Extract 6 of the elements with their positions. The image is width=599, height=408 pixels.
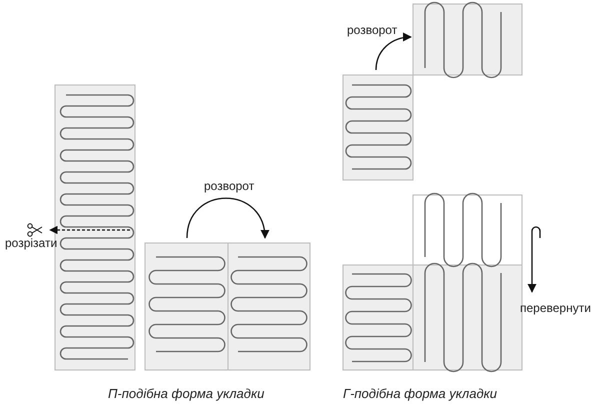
annotation-text: розрізати xyxy=(5,236,58,250)
annotation-text: розворот xyxy=(347,23,398,37)
annotation-text: перевернути xyxy=(520,301,591,315)
caption: Г-подібна форма укладки xyxy=(343,387,497,401)
annotation-text: розворот xyxy=(204,179,254,193)
caption: П-подібна форма укладки xyxy=(108,387,264,401)
